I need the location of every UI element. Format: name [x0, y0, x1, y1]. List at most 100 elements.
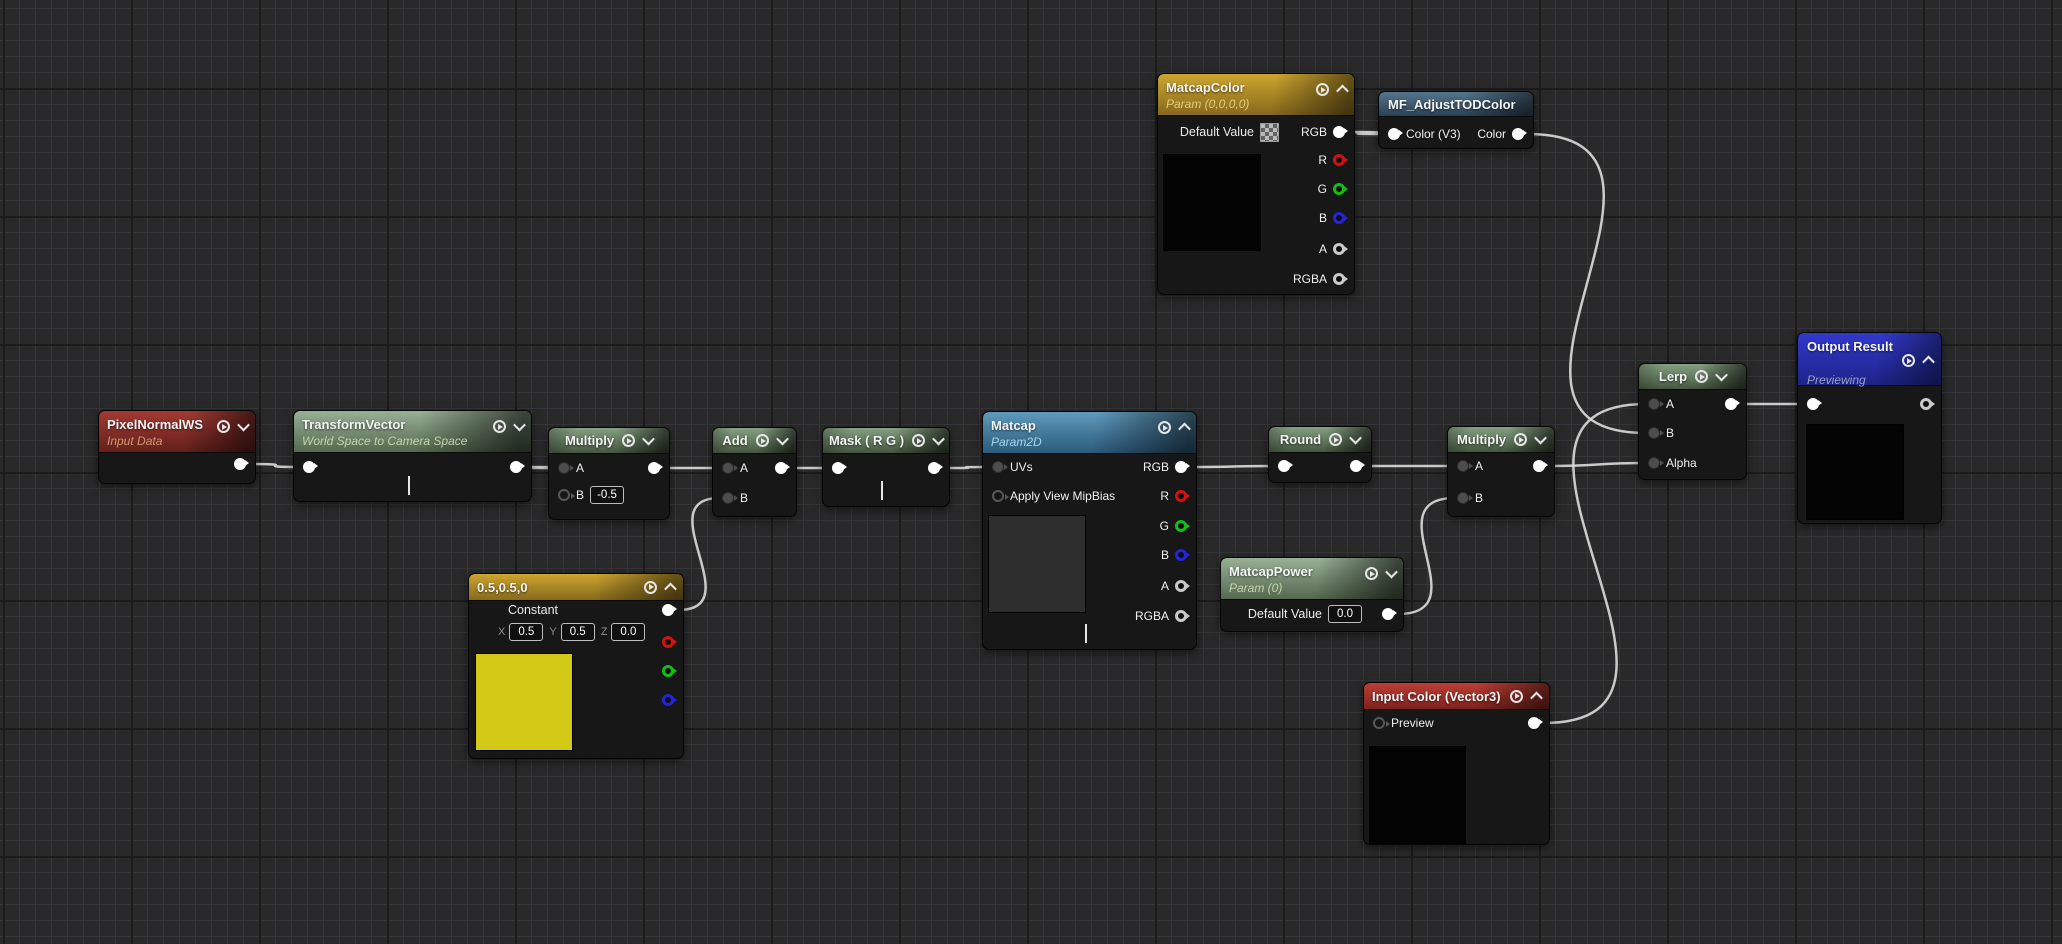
round-in-pin[interactable] — [1278, 460, 1290, 472]
matcapcolor-r-pin[interactable] — [1333, 154, 1345, 166]
lerp-b-pin[interactable] — [1648, 427, 1660, 439]
matcap-rgb-pin[interactable] — [1175, 461, 1187, 473]
constant-r-pin[interactable] — [662, 636, 674, 648]
node-mf[interactable]: MF_AdjustTODColorColor (V3)Color — [1378, 91, 1534, 149]
mask-out-pin[interactable] — [928, 462, 940, 474]
node-multiply2[interactable]: MultiplyAB — [1447, 426, 1555, 517]
node-matcappower[interactable]: MatcapPowerParam (0)Default Value0.0 — [1220, 557, 1404, 632]
matcap-rgba-pin[interactable] — [1175, 610, 1187, 622]
matcapcolor-b-pin[interactable] — [1333, 212, 1345, 224]
preview-play-icon[interactable] — [1510, 690, 1523, 703]
matcapcolor-g-pin[interactable] — [1333, 183, 1345, 195]
matcapcolor-a-pin[interactable] — [1333, 243, 1345, 255]
node-round[interactable]: Round — [1268, 426, 1372, 483]
transformvector-in-pin[interactable] — [303, 461, 315, 473]
output-in-pin[interactable] — [1807, 398, 1819, 410]
preview-play-icon[interactable] — [1158, 421, 1171, 434]
matcappower-out-pin[interactable] — [1382, 608, 1394, 620]
transformvector-out-pin[interactable] — [510, 461, 522, 473]
node-matcap[interactable]: MatcapParam2DUVsRGBApply View MipBiasRGB… — [982, 411, 1197, 650]
pin-row: B — [1167, 207, 1345, 229]
node-header: Multiply — [1448, 427, 1554, 453]
output-out-pin[interactable] — [1920, 398, 1932, 410]
matcappower-default-value-input[interactable]: 0.0 — [1328, 605, 1362, 623]
mf-out-pin[interactable] — [1512, 128, 1524, 140]
mask-in-pin[interactable] — [832, 462, 844, 474]
preview-play-icon[interactable] — [644, 581, 657, 594]
inputcolor-preview-pin[interactable] — [1373, 717, 1385, 729]
chevron-up-icon[interactable] — [1922, 356, 1935, 369]
matcapcolor-rgba-pin[interactable] — [1333, 273, 1345, 285]
multiply1-a-pin[interactable] — [558, 462, 570, 474]
preview-play-icon[interactable] — [1329, 433, 1342, 446]
preview-play-icon[interactable] — [217, 420, 230, 433]
matcap-a-pin[interactable] — [1175, 580, 1187, 592]
add-out-pin[interactable] — [775, 462, 787, 474]
matcap-uvs-pin[interactable] — [992, 461, 1004, 473]
chevron-down-icon[interactable] — [642, 433, 655, 446]
node-lerp[interactable]: LerpABAlpha — [1638, 363, 1747, 480]
preview-play-icon[interactable] — [1902, 354, 1915, 367]
matcap-g-pin[interactable] — [1175, 520, 1187, 532]
multiply1-b-pin[interactable] — [558, 489, 570, 501]
chevron-down-icon[interactable] — [237, 419, 250, 432]
chevron-down-icon[interactable] — [1534, 432, 1547, 445]
matcap-r-pin[interactable] — [1175, 490, 1187, 502]
matcap-mip-pin[interactable] — [992, 490, 1004, 502]
preview-play-icon[interactable] — [912, 434, 925, 447]
chevron-down-icon[interactable] — [513, 419, 526, 432]
add-b-pin[interactable] — [722, 492, 734, 504]
constant-g-pin[interactable] — [662, 665, 674, 677]
multiply2-b-pin[interactable] — [1457, 492, 1469, 504]
chevron-up-icon[interactable] — [1336, 85, 1349, 98]
pin-row: B-0.5 — [558, 484, 660, 506]
chevron-down-icon[interactable] — [1349, 432, 1362, 445]
inputcolor-out-pin[interactable] — [1528, 717, 1540, 729]
multiply1-b-value-input[interactable]: -0.5 — [590, 486, 624, 504]
node-transformvector[interactable]: TransformVectorWorld Space to Camera Spa… — [293, 410, 532, 502]
round-out-pin[interactable] — [1350, 460, 1362, 472]
chevron-down-icon[interactable] — [932, 433, 945, 446]
pin-row — [478, 689, 674, 711]
node-add[interactable]: AddAB — [712, 427, 797, 517]
preview-play-icon[interactable] — [622, 434, 635, 447]
pixelnormalws-out-pin[interactable] — [234, 458, 246, 470]
node-mask[interactable]: Mask ( R G ) — [822, 427, 950, 507]
multiply2-a-pin[interactable] — [1457, 460, 1469, 472]
node-output[interactable]: Output ResultPreviewing — [1797, 332, 1942, 524]
preview-play-icon[interactable] — [1695, 370, 1708, 383]
constant-b-pin[interactable] — [662, 694, 674, 706]
chevron-down-icon[interactable] — [1715, 369, 1728, 382]
multiply1-out-pin[interactable] — [648, 462, 660, 474]
expand-node-chevron[interactable] — [881, 481, 883, 499]
node-multiply1[interactable]: MultiplyAB-0.5 — [548, 427, 670, 520]
preview-play-icon[interactable] — [1365, 567, 1378, 580]
lerp-alpha-pin[interactable] — [1648, 457, 1660, 469]
node-pixelnormalws[interactable]: PixelNormalWSInput Data — [98, 410, 256, 484]
lerp-out-pin[interactable] — [1725, 398, 1737, 410]
matcapcolor-default-value-swatch[interactable] — [1260, 123, 1279, 142]
preview-play-icon[interactable] — [1316, 83, 1329, 96]
chevron-down-icon[interactable] — [776, 433, 789, 446]
pin-row — [108, 453, 246, 475]
matcapcolor-rgb-pin[interactable] — [1333, 126, 1345, 138]
preview-play-icon[interactable] — [493, 420, 506, 433]
add-a-pin[interactable] — [722, 462, 734, 474]
chevron-up-icon[interactable] — [664, 582, 677, 595]
expand-node-chevron[interactable] — [1085, 624, 1087, 642]
expand-node-chevron[interactable] — [408, 476, 410, 494]
node-inputcolor[interactable]: Input Color (Vector3)Preview — [1363, 682, 1550, 845]
chevron-down-icon[interactable] — [1385, 566, 1398, 579]
chevron-up-icon[interactable] — [1530, 691, 1543, 704]
mf-in-pin[interactable] — [1388, 128, 1400, 140]
multiply2-out-pin[interactable] — [1533, 460, 1545, 472]
matcap-b-pin[interactable] — [1175, 549, 1187, 561]
lerp-a-pin[interactable] — [1648, 398, 1660, 410]
node-matcapcolor[interactable]: MatcapColorParam (0,0,0,0)Default ValueR… — [1157, 73, 1355, 295]
chevron-up-icon[interactable] — [1178, 423, 1191, 436]
node-constant[interactable]: 0.5,0.5,0ConstantX0.5Y0.5Z0.0 — [468, 573, 684, 759]
preview-play-icon[interactable] — [756, 434, 769, 447]
preview-play-icon[interactable] — [1514, 433, 1527, 446]
constant-out-pin[interactable] — [662, 604, 674, 616]
